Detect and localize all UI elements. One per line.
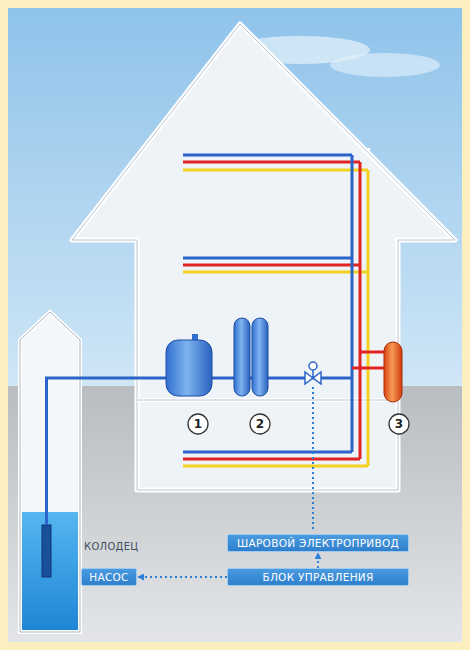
house-edge (72, 24, 455, 490)
signal-connector (138, 576, 227, 578)
box-label: БЛОК УПРАВЛЕНИЯ (262, 571, 373, 583)
return-pipe (183, 169, 368, 172)
water-heater (384, 342, 402, 402)
cold-riser (351, 155, 354, 452)
callout-text: 1 (194, 417, 202, 431)
filter-cylinder (234, 318, 250, 396)
well-edge (20, 312, 80, 632)
box-label: ШАРОВОЙ ЭЛЕКТРОПРИВОД (237, 537, 399, 549)
part-label: КОЛОДЕЦ (84, 541, 138, 552)
callout-text: 3 (395, 417, 403, 431)
process-box: БЛОК УПРАВЛЕНИЯ (227, 568, 409, 586)
heater-pipe (360, 351, 386, 354)
house-outline (72, 24, 455, 490)
pipe-group (183, 155, 386, 466)
well-water (22, 512, 78, 630)
ball-valve (305, 362, 321, 384)
cloud (330, 53, 440, 77)
heater-pipe (352, 367, 386, 370)
hot-pipe (183, 458, 360, 461)
cold-pipe (183, 257, 352, 260)
hot-riser (359, 162, 362, 459)
expansion-tank (166, 340, 212, 396)
hot-pipe (183, 161, 360, 164)
callout-ring (389, 414, 409, 434)
return-pipe (183, 465, 368, 468)
process-box: НАСОС (81, 568, 137, 586)
hot-pipe (183, 264, 360, 267)
cold-pipe (183, 451, 352, 454)
signal-wire (312, 387, 314, 530)
return-riser (367, 170, 370, 466)
callout-text: 2 (256, 417, 264, 431)
process-box: ШАРОВОЙ ЭЛЕКТРОПРИВОД (227, 534, 409, 552)
sky (8, 8, 462, 642)
callout-ring (188, 414, 208, 434)
box-label: НАСОС (89, 571, 129, 583)
callout-number: 2 (249, 413, 271, 435)
well-shaft (20, 312, 80, 632)
callout-number: 1 (187, 413, 209, 435)
valve-handle (309, 362, 317, 370)
valve-stem (312, 370, 314, 378)
return-pipe (183, 271, 368, 274)
callout-number: 3 (388, 413, 410, 435)
supply-pipe (47, 378, 353, 525)
callout-ring (250, 414, 270, 434)
signal-connector (317, 553, 319, 568)
filter-cylinder (252, 318, 268, 396)
pump-symbol (42, 525, 51, 577)
cold-pipe (183, 154, 352, 157)
